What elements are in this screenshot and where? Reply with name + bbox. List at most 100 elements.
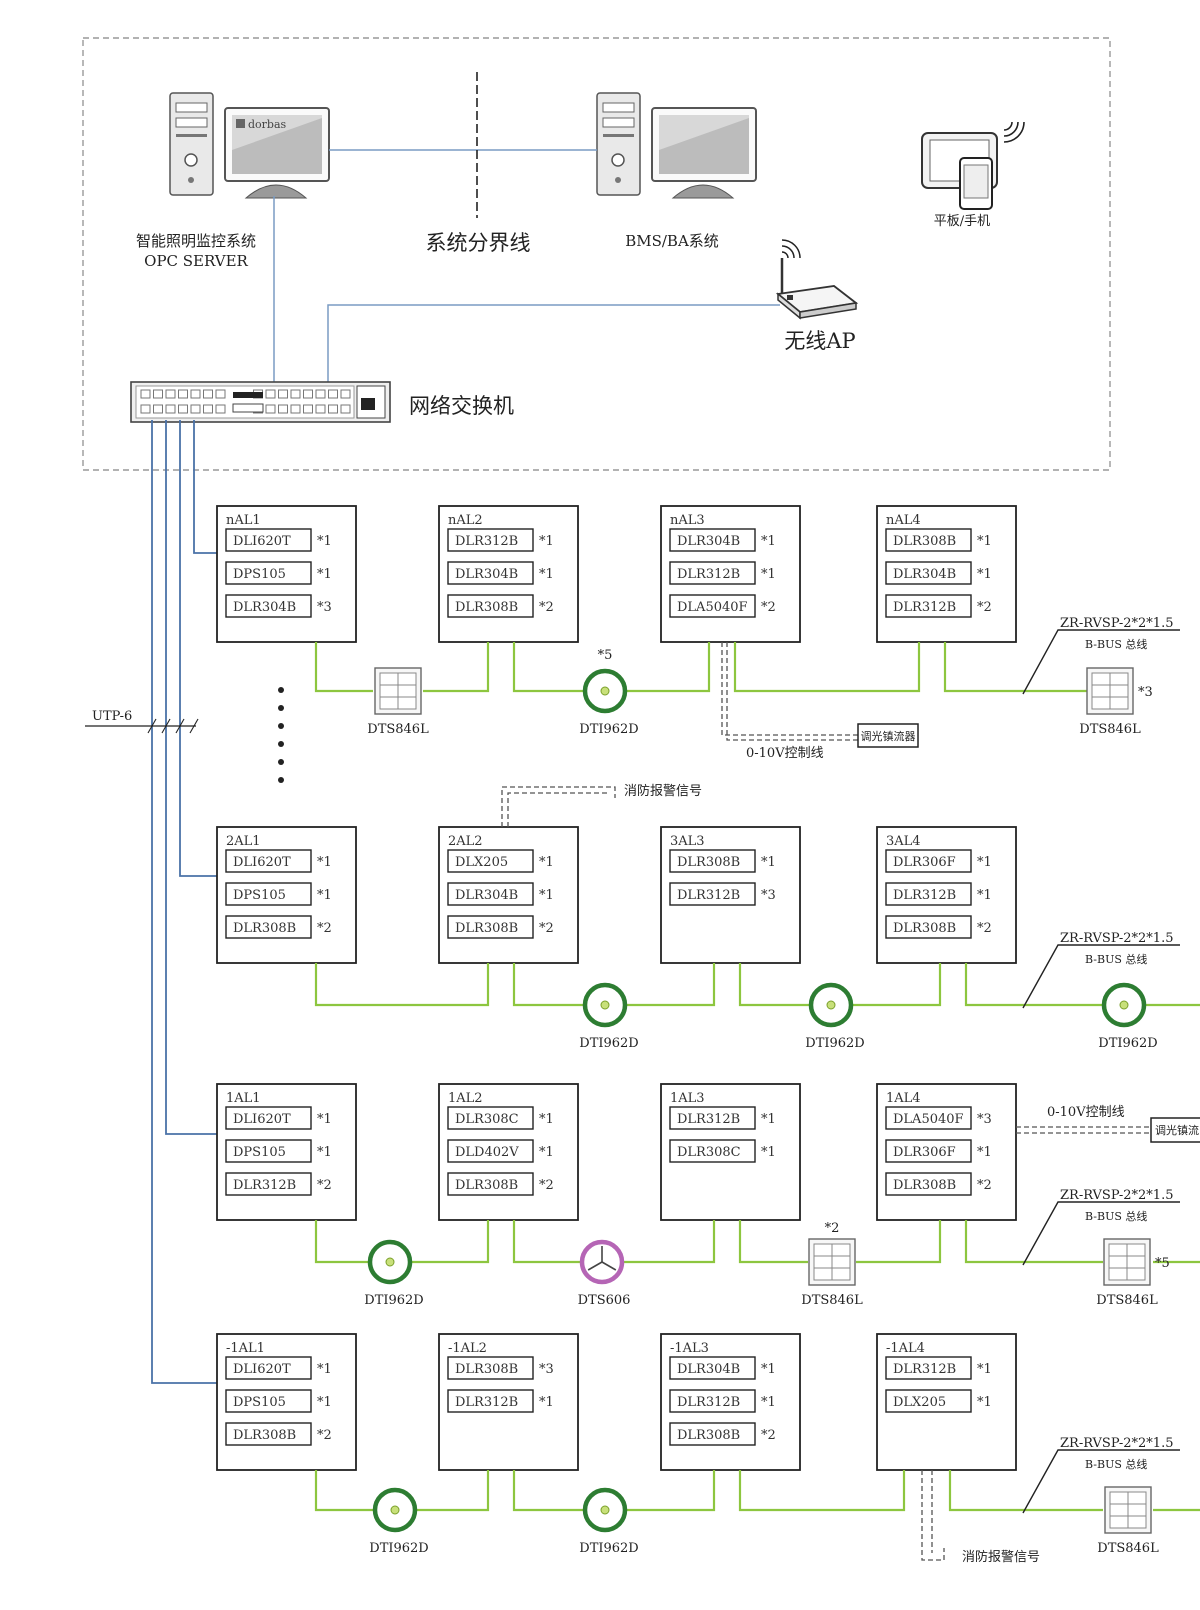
switch-port-icon xyxy=(178,404,188,414)
dts846l-panel: DTS846L xyxy=(1097,1486,1159,1556)
module-qty: *1 xyxy=(317,1112,332,1127)
bms-monitor-icon xyxy=(651,107,757,199)
device-label: DTI962D xyxy=(805,1036,864,1051)
module-model: DLA5040F xyxy=(893,1112,964,1127)
dts606-spoke-icon xyxy=(587,1261,603,1271)
device-label: DTS846L xyxy=(1097,1541,1159,1556)
module-frame xyxy=(225,1172,312,1196)
module-model: DLR308B xyxy=(455,1178,518,1193)
dti962d-sensor: DTI962D xyxy=(1098,982,1158,1051)
bus-line xyxy=(625,642,711,693)
module-qty: *1 xyxy=(539,1112,554,1127)
module-model: DLR304B xyxy=(677,1362,740,1377)
dti962d-sensor: DTI962D xyxy=(579,982,639,1051)
dti962d-sensor: DTI962D xyxy=(364,1239,424,1308)
module-model: DPS105 xyxy=(233,567,286,582)
fire-signal-line xyxy=(501,786,616,827)
module-frame xyxy=(669,1106,756,1130)
module-model: DLR308B xyxy=(893,1178,956,1193)
module-model: DLR308C xyxy=(677,1145,741,1160)
switch-port-icon xyxy=(315,404,326,414)
switch-port-icon xyxy=(278,389,288,399)
module-frame xyxy=(447,1356,534,1380)
module-qty: *1 xyxy=(317,1145,332,1160)
module-qty: *1 xyxy=(761,1362,776,1377)
module-qty: *1 xyxy=(977,855,992,870)
switch-port-icon xyxy=(265,389,276,399)
module-frame xyxy=(669,1356,756,1380)
module-frame xyxy=(885,561,972,585)
module-qty: *2 xyxy=(977,600,992,615)
switch-port-icon xyxy=(278,404,288,414)
module-frame xyxy=(225,594,312,618)
device-multiplier: *5 xyxy=(598,648,613,663)
sensor-dot-icon xyxy=(1119,1000,1129,1010)
bus-line xyxy=(964,963,1104,1007)
module-qty: *3 xyxy=(539,1362,554,1377)
switch-port-icon xyxy=(153,404,163,414)
module-qty: *1 xyxy=(761,1395,776,1410)
module-frame xyxy=(669,528,756,552)
switch-port-icon xyxy=(215,389,226,399)
module-qty: *1 xyxy=(977,1395,992,1410)
device-label: DTS846L xyxy=(801,1293,863,1308)
bus-line xyxy=(314,963,490,1007)
module-frame xyxy=(447,594,534,618)
module-model: DLR308B xyxy=(455,1362,518,1377)
module-frame xyxy=(447,1106,534,1130)
device-label: DTI962D xyxy=(579,1036,638,1051)
switch-port-icon xyxy=(315,389,326,399)
module-model: DLR308B xyxy=(233,921,296,936)
bus-line xyxy=(314,1220,370,1264)
monitor-brand: dorbas xyxy=(248,118,287,131)
dts846l-panel: DTS846L*3 xyxy=(1079,667,1153,737)
module-qty: *1 xyxy=(539,855,554,870)
bus-annotation-leader xyxy=(1022,629,1180,695)
module-qty: *1 xyxy=(539,1145,554,1160)
box-title: 1AL1 xyxy=(226,1091,261,1106)
switch-port-icon xyxy=(290,404,301,414)
switch-port-icon xyxy=(190,404,201,414)
module-qty: *3 xyxy=(317,600,332,615)
box-title: 3AL3 xyxy=(670,834,705,849)
sensor-dot-icon xyxy=(600,1505,610,1515)
box-title: nAL1 xyxy=(226,513,261,528)
module-frame xyxy=(225,1389,312,1413)
module-qty: *2 xyxy=(761,1428,776,1443)
bus-annotation-leader xyxy=(1022,1201,1180,1266)
module-qty: *1 xyxy=(977,1362,992,1377)
module-frame xyxy=(669,1389,756,1413)
sensor-dot-icon xyxy=(600,686,610,696)
module-qty: *1 xyxy=(977,534,992,549)
module-qty: *3 xyxy=(977,1112,992,1127)
utp-line-1al1 xyxy=(165,420,225,1135)
module-qty: *2 xyxy=(317,921,332,936)
bus-type-label: B-BUS 总线 xyxy=(1085,1209,1147,1223)
device-label: DTI962D xyxy=(369,1541,428,1556)
module-model: DLR312B xyxy=(455,1395,518,1410)
tablet-phone-icon xyxy=(921,121,1025,210)
module-qty: *1 xyxy=(317,855,332,870)
ballast-box xyxy=(1150,1117,1200,1143)
box-title: nAL3 xyxy=(670,513,705,528)
box-title: 2AL1 xyxy=(226,834,261,849)
switch-port-icon xyxy=(153,389,163,399)
dts846l-panel: DTS846L*5 xyxy=(1096,1238,1170,1308)
utp-line-m1al1 xyxy=(151,420,225,1384)
dti962d-sensor: DTI962D *5 xyxy=(579,648,638,737)
fire-signal-label: 消防报警信号 xyxy=(624,783,702,799)
bus-line xyxy=(851,963,942,1007)
utp-label: UTP-6 xyxy=(92,709,132,724)
device-label: DTI962D xyxy=(579,722,638,737)
module-qty: *2 xyxy=(977,921,992,936)
module-qty: *1 xyxy=(539,888,554,903)
